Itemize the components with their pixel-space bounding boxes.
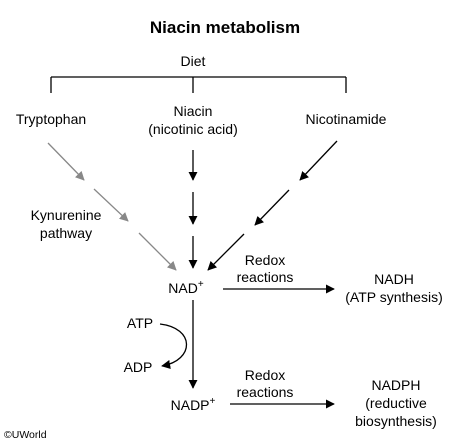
nadph-role-label-line2: biosynthesis) xyxy=(355,413,437,429)
redox-label-upper-line1: Redox xyxy=(245,252,285,268)
diet-label: Diet xyxy=(181,53,206,69)
nicotinamide-label: Nicotinamide xyxy=(306,111,387,127)
tryptophan-to-nad-arrow xyxy=(47,142,177,271)
redox-label-upper-line2: reactions xyxy=(237,269,294,285)
atp-to-adp-curved-arrow xyxy=(159,323,188,370)
diagram-title: Niacin metabolism xyxy=(150,18,300,37)
nadph-label: NADPH xyxy=(371,377,420,393)
redox-label-lower-line2: reactions xyxy=(237,384,294,400)
nad-label: NAD+ xyxy=(168,279,204,296)
diet-bracket xyxy=(50,76,347,93)
nicotinic-acid-label: (nicotinic acid) xyxy=(148,121,237,137)
nadp-label: NADP+ xyxy=(171,396,216,413)
nadh-label: NADH xyxy=(374,271,414,287)
kynurenine-label-line1: Kynurenine xyxy=(31,207,102,223)
redox-label-lower-line1: Redox xyxy=(245,367,285,383)
nicotinamide-to-nad-arrow xyxy=(207,140,338,271)
atp-label: ATP xyxy=(127,315,153,331)
niacin-label: Niacin xyxy=(174,103,213,119)
nadh-role-label: (ATP synthesis) xyxy=(345,289,443,305)
copyright-label: ©UWorld xyxy=(4,429,47,441)
kynurenine-label-line2: pathway xyxy=(40,225,92,241)
adp-label: ADP xyxy=(124,359,153,375)
nadph-role-label-line1: (reductive xyxy=(365,395,427,411)
tryptophan-label: Tryptophan xyxy=(16,111,86,127)
